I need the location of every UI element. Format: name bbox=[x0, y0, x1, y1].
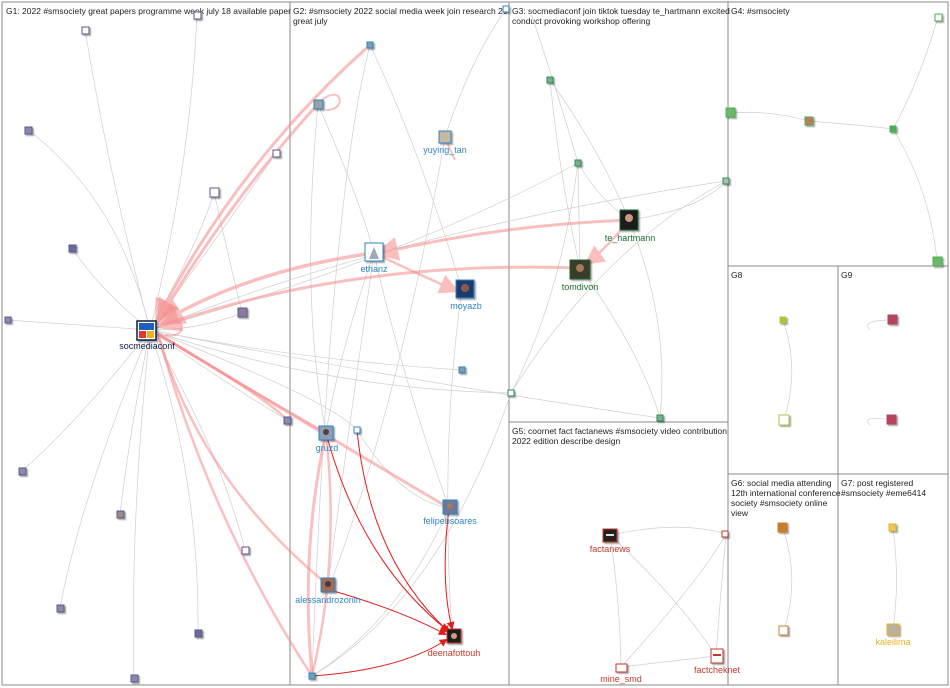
panel-g7 bbox=[837, 473, 949, 686]
node-kaleilima[interactable]: kaleilima bbox=[875, 623, 911, 647]
node-yuying-tan[interactable]: yuying_tan bbox=[423, 130, 467, 155]
node[interactable] bbox=[193, 11, 202, 20]
node-tomdivon[interactable]: tomdivon bbox=[562, 259, 599, 292]
node-felipebsoares[interactable]: felipebsoares bbox=[423, 499, 477, 526]
panel-g2-title-line2: great july bbox=[293, 16, 328, 26]
panel-titles: G1: 2022 #smsociety great papers program… bbox=[6, 6, 926, 518]
panel-g5-title-line1: G5: coornet fact factanews #smsociety vi… bbox=[512, 426, 727, 436]
node-label-gruzd: gruzd bbox=[316, 443, 339, 453]
node[interactable] bbox=[888, 523, 897, 532]
panel-g7-title-line1: G7: post registered bbox=[841, 478, 914, 488]
node[interactable] bbox=[804, 116, 814, 126]
panel-g1 bbox=[1, 1, 291, 686]
panel-g9 bbox=[837, 265, 949, 475]
panel-g6-title-line2: 12th international conference bbox=[731, 488, 841, 498]
node-ethanz[interactable]: ethanz bbox=[360, 242, 388, 274]
node[interactable] bbox=[932, 256, 943, 267]
panel-g8-title: G8 bbox=[731, 270, 743, 280]
node[interactable] bbox=[353, 426, 361, 434]
node[interactable] bbox=[56, 604, 65, 613]
node[interactable] bbox=[546, 76, 554, 84]
node-label-tomdivon: tomdivon bbox=[562, 282, 599, 292]
node-label-kaleilima: kaleilima bbox=[875, 637, 910, 647]
panel-g8 bbox=[727, 265, 839, 475]
node[interactable] bbox=[778, 625, 789, 636]
panel-g5 bbox=[508, 421, 729, 686]
node[interactable] bbox=[24, 126, 33, 135]
small-nodes bbox=[4, 5, 943, 683]
node[interactable] bbox=[81, 26, 90, 35]
node[interactable] bbox=[778, 414, 790, 426]
node[interactable] bbox=[934, 13, 943, 22]
node-label-yuying-tan: yuying_tan bbox=[423, 145, 467, 155]
node-label-ethanz: ethanz bbox=[360, 264, 388, 274]
node-gruzd[interactable]: gruzd bbox=[316, 425, 339, 453]
light-edges bbox=[7, 8, 939, 679]
node-moyazb[interactable]: moyazb bbox=[450, 279, 482, 311]
labeled-nodes: socmediaconf yuying_tan ethanz moyazb te… bbox=[119, 130, 911, 684]
node-label-factanews: factanews bbox=[590, 544, 631, 554]
node[interactable] bbox=[574, 159, 582, 167]
panel-g6 bbox=[727, 473, 839, 686]
node[interactable] bbox=[68, 244, 77, 253]
node[interactable] bbox=[366, 41, 374, 49]
node[interactable] bbox=[887, 314, 898, 325]
node[interactable] bbox=[889, 125, 897, 133]
node-label-factcheknet: factcheknet bbox=[694, 665, 741, 675]
node-factcheknet[interactable]: factcheknet bbox=[694, 648, 741, 675]
panel-g1-title: G1: 2022 #smsociety great papers program… bbox=[6, 6, 291, 16]
node-socmediaconf[interactable]: socmediaconf bbox=[119, 320, 175, 351]
node[interactable] bbox=[237, 307, 248, 318]
node-label-deenafottouh: deenafottouh bbox=[428, 648, 481, 658]
node[interactable] bbox=[4, 316, 12, 324]
panel-g6-title-line3: society #smsociety online bbox=[731, 498, 828, 508]
node-te-hartmann[interactable]: te_hartmann bbox=[605, 209, 656, 243]
strong-edges bbox=[155, 43, 630, 677]
node[interactable] bbox=[116, 510, 125, 519]
node[interactable] bbox=[308, 672, 316, 680]
node-factanews[interactable]: factanews bbox=[590, 528, 631, 554]
node-alessandrozonin[interactable]: alessandrozonin bbox=[295, 577, 361, 605]
node[interactable] bbox=[18, 467, 27, 476]
node-label-te-hartmann: te_hartmann bbox=[605, 233, 656, 243]
node[interactable] bbox=[313, 99, 324, 110]
panel-g6-title-line4: view bbox=[731, 508, 749, 518]
node[interactable] bbox=[272, 149, 281, 158]
node[interactable] bbox=[209, 187, 220, 198]
node-label-moyazb: moyazb bbox=[450, 301, 482, 311]
node[interactable] bbox=[283, 416, 292, 425]
node[interactable] bbox=[507, 389, 515, 397]
node-label-felipebsoares: felipebsoares bbox=[423, 516, 477, 526]
node[interactable] bbox=[130, 674, 139, 683]
panel-g9-title: G9 bbox=[841, 270, 853, 280]
node[interactable] bbox=[722, 177, 730, 185]
node[interactable] bbox=[502, 5, 510, 13]
node[interactable] bbox=[886, 414, 897, 425]
node-label-alessandrozonin: alessandrozonin bbox=[295, 595, 361, 605]
node[interactable] bbox=[194, 629, 203, 638]
node-mine-smd[interactable]: mine_smd bbox=[600, 663, 642, 684]
panel-g5-title-line2: 2022 edition describe design bbox=[512, 436, 620, 446]
node[interactable] bbox=[241, 546, 250, 555]
panel-g4-title: G4: #smsociety bbox=[731, 6, 790, 16]
node[interactable] bbox=[777, 522, 788, 533]
red-edges bbox=[311, 429, 455, 677]
node-label-mine-smd: mine_smd bbox=[600, 674, 642, 684]
node-label-socmediaconf: socmediaconf bbox=[119, 341, 175, 351]
node[interactable] bbox=[779, 316, 787, 324]
node[interactable] bbox=[458, 366, 466, 374]
node[interactable] bbox=[656, 414, 664, 422]
panel-g2-title-line1: G2: #smsociety 2022 social media week jo… bbox=[293, 6, 508, 16]
panel-g7-title-line2: #smsociety #eme6414 bbox=[841, 488, 926, 498]
panel-g3-title-line2: conduct provoking workshop offering bbox=[512, 16, 651, 26]
node-deenafottouh[interactable]: deenafottouh bbox=[428, 628, 481, 658]
node[interactable] bbox=[725, 107, 736, 118]
panel-g4 bbox=[727, 1, 949, 267]
node[interactable] bbox=[721, 530, 729, 538]
panel-g3-title-line1: G3: socmediaconf join tiktok tuesday te_… bbox=[512, 6, 730, 16]
panel-g6-title-line1: G6: social media attending bbox=[731, 478, 832, 488]
